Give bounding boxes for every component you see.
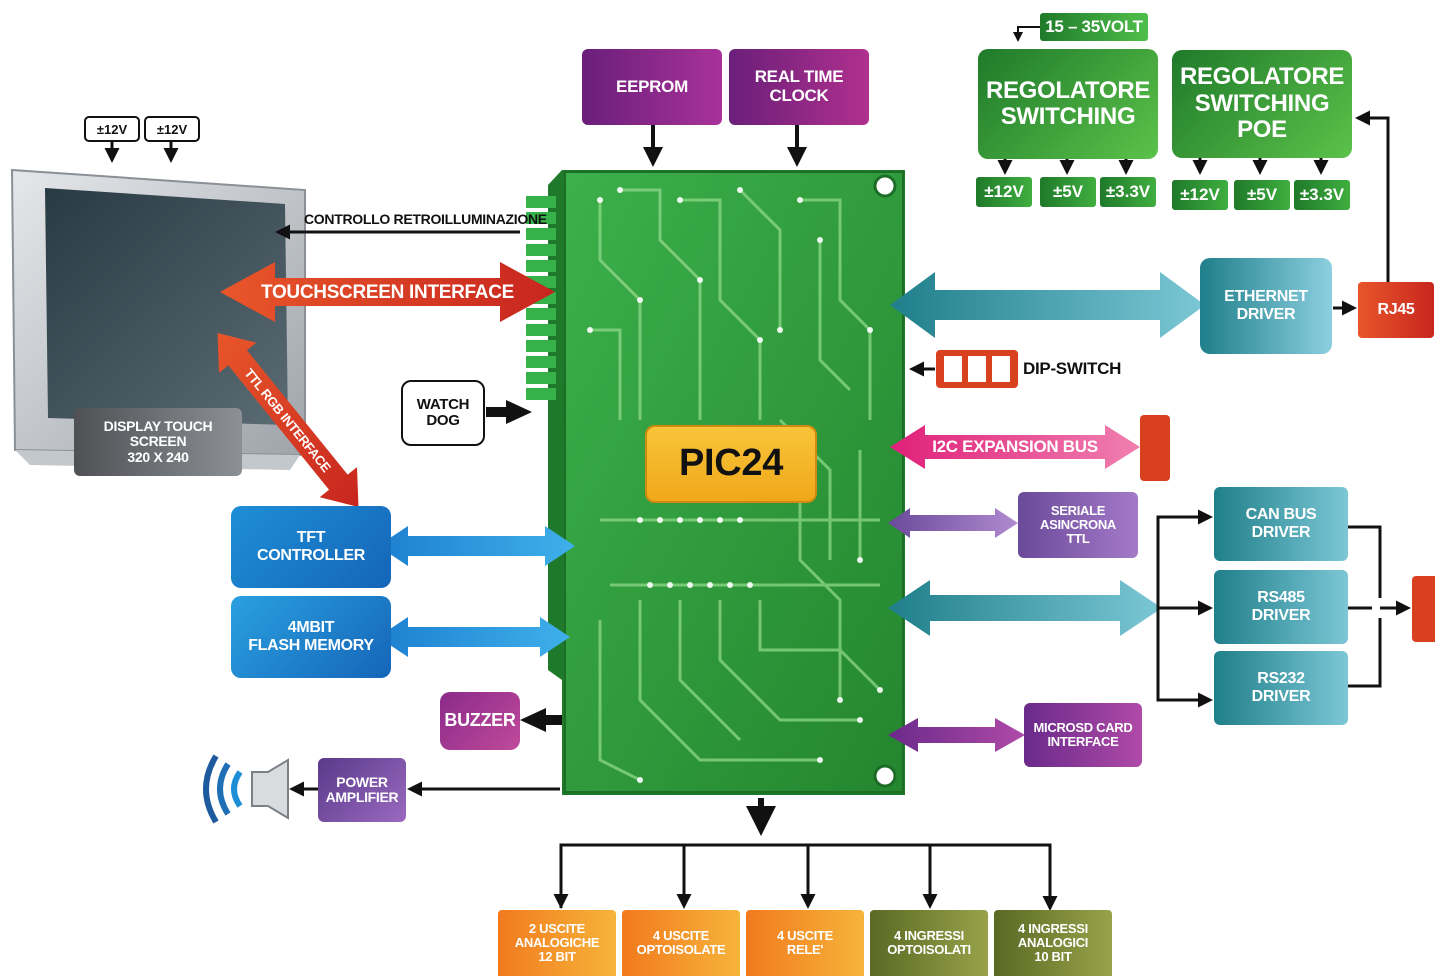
reg2-output-5v: ±5V — [1234, 180, 1290, 210]
io-block-analog-in: 4 INGRESSI ANALOGICI 10 BIT — [994, 910, 1112, 976]
microsd-interface-block: MICROSD CARD INTERFACE — [1024, 703, 1142, 767]
eeprom-block: EEPROM — [582, 49, 722, 125]
watchdog-block: WATCH DOG — [401, 380, 485, 446]
reg1-output-5v: ±5V — [1040, 177, 1096, 207]
i2c-connector — [1140, 415, 1170, 481]
backlight-label: CONTROLLO RETROILLUMINAZIONE — [304, 211, 547, 227]
power-amplifier-block: POWER AMPLIFIER — [318, 758, 406, 822]
touchscreen-interface-label: TOUCHSCREEN INTERFACE — [260, 282, 515, 303]
io-block-opto-out: 4 USCITE OPTOISOLATE — [622, 910, 740, 976]
i2c-bus-label: I2C EXPANSION BUS — [932, 437, 1098, 456]
rj45-block: RJ45 — [1358, 282, 1434, 338]
buzzer-block: BUZZER — [440, 692, 520, 750]
tft-controller-block: TFT CONTROLLER — [231, 506, 391, 588]
serial-ttl-block: SERIALE ASINCRONA TTL — [1018, 492, 1138, 558]
can-bus-driver-block: CAN BUS DRIVER — [1214, 487, 1348, 561]
speaker-illustration — [203, 754, 289, 824]
dip-switch-icon — [936, 350, 1018, 388]
serial-connector — [1412, 576, 1435, 642]
dip-switch-label: DIP-SWITCH — [1023, 359, 1122, 378]
io-block-analog-out: 2 USCITE ANALOGICHE 12 BIT — [498, 910, 616, 976]
reg1-output-12v: ±12V — [976, 177, 1032, 207]
ethernet-driver-block: ETHERNET DRIVER — [1200, 258, 1332, 354]
regulator-switching-block: REGOLATORE SWITCHING — [978, 49, 1158, 159]
flash-memory-block: 4MBIT FLASH MEMORY — [231, 596, 391, 678]
reg2-output-3v3: ±3.3V — [1294, 180, 1350, 210]
regulator-switching-poe-block: REGOLATORE SWITCHING POE — [1172, 50, 1352, 158]
rs232-driver-block: RS232 DRIVER — [1214, 651, 1348, 725]
display-supply-2: ±12V — [144, 116, 200, 142]
pic24-chip: PIC24 — [645, 425, 817, 503]
reg1-output-3v3: ±3.3V — [1100, 177, 1156, 207]
rtc-block: REAL TIME CLOCK — [729, 49, 869, 125]
io-block-opto-in: 4 INGRESSI OPTOISOLATI — [870, 910, 988, 976]
reg2-output-12v: ±12V — [1172, 180, 1228, 210]
display-supply-1: ±12V — [84, 116, 140, 142]
io-block-relay-out: 4 USCITE RELE' — [746, 910, 864, 976]
rs485-driver-block: RS485 DRIVER — [1214, 570, 1348, 644]
display-label: DISPLAY TOUCH SCREEN 320 X 240 — [74, 408, 242, 476]
input-voltage-label: 15 – 35VOLT — [1040, 13, 1148, 41]
